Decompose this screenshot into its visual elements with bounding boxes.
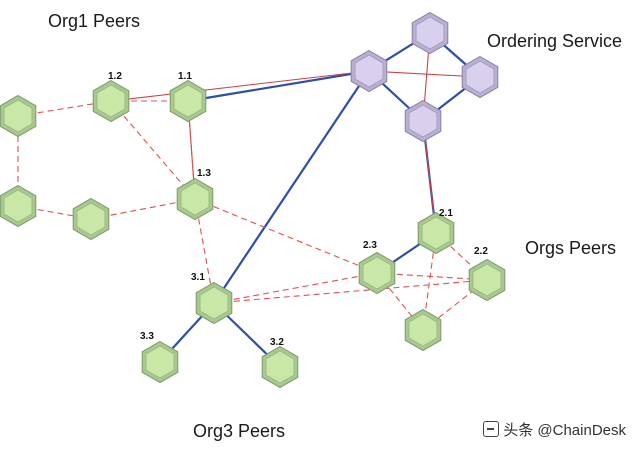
node-label-p23: 2.3: [363, 240, 377, 251]
hexagon-face: [180, 182, 210, 216]
peer-node-p12: [92, 79, 130, 123]
node-label-p21: 2.1: [439, 208, 453, 219]
peer-node-pc: [72, 197, 110, 241]
hexagon-face: [173, 84, 203, 118]
edge-p13-p31-gossip: [194, 198, 215, 304]
hexagon-face: [145, 345, 175, 379]
node-label-p33: 3.3: [140, 331, 154, 342]
hexagon-face: [3, 99, 33, 133]
edge-o1-o3-ring: [368, 70, 481, 78]
peer-node-p21: [417, 211, 455, 255]
peer-node-p13: [176, 177, 214, 221]
orderer-node-o3: [461, 55, 499, 99]
edge-p11-o1-channel: [187, 69, 370, 103]
peer-node-pb: [0, 184, 37, 228]
hexagon-face: [265, 350, 295, 384]
peer-node-p32: [261, 345, 299, 389]
peer-node-p33: [141, 340, 179, 384]
orderer-node-o4: [404, 99, 442, 143]
peer-node-p22: [468, 258, 506, 302]
node-label-p22: 2.2: [474, 246, 488, 257]
edge-p31-o1-channel: [213, 70, 370, 304]
org1-peers-label: Org1 Peers: [48, 11, 141, 31]
node-label-p31: 3.1: [191, 272, 205, 283]
hexagon-face: [3, 189, 33, 223]
edge-p13-p23-gossip: [194, 198, 378, 274]
hexagon-face: [408, 313, 438, 347]
hexagon-face: [199, 286, 229, 320]
hexagon-face: [354, 54, 384, 88]
orderer-node-o2: [411, 11, 449, 55]
hexagon-face: [421, 216, 451, 250]
hexagon-face: [408, 104, 438, 138]
node-label-p12: 1.2: [108, 71, 122, 82]
peer-node-p23: [358, 251, 396, 295]
orderer-node-o1: [350, 49, 388, 93]
watermark-icon: [483, 421, 500, 437]
hexagon-face: [415, 16, 445, 50]
node-label-p13: 1.3: [197, 168, 211, 179]
hexagon-face: [465, 60, 495, 94]
edge-p12-p13-gossip: [110, 100, 196, 200]
peer-node-pd: [404, 308, 442, 352]
hexagon-face: [76, 202, 106, 236]
peer-node-p31: [195, 281, 233, 325]
hexagon-face: [472, 263, 502, 297]
edge-p23-p22-gossip: [376, 272, 488, 281]
edge-pc-p13-gossip: [90, 198, 196, 220]
node-layer: 1.1 1.2 1.3 2.1 2.2 2.3 3.1 3.2 3.3: [0, 11, 506, 389]
edge-p31-p23-gossip: [213, 272, 378, 304]
edge-p12-o1-ring: [110, 70, 370, 102]
peer-node-p11: [169, 79, 207, 123]
ordering-service-label: Ordering Service: [487, 31, 623, 51]
node-label-p32: 3.2: [270, 337, 284, 348]
peer-node-pa: [0, 94, 37, 138]
watermark: 头条 @ChainDesk: [483, 419, 626, 440]
orgs-peers-label: Orgs Peers: [525, 238, 617, 258]
edge-p31-p22-gossip: [213, 279, 488, 304]
org3-peers-label: Org3 Peers: [193, 421, 286, 441]
hexagon-face: [362, 256, 392, 290]
hexagon-face: [96, 84, 126, 118]
node-label-p11: 1.1: [178, 71, 192, 82]
watermark-text: 头条 @ChainDesk: [503, 422, 626, 439]
